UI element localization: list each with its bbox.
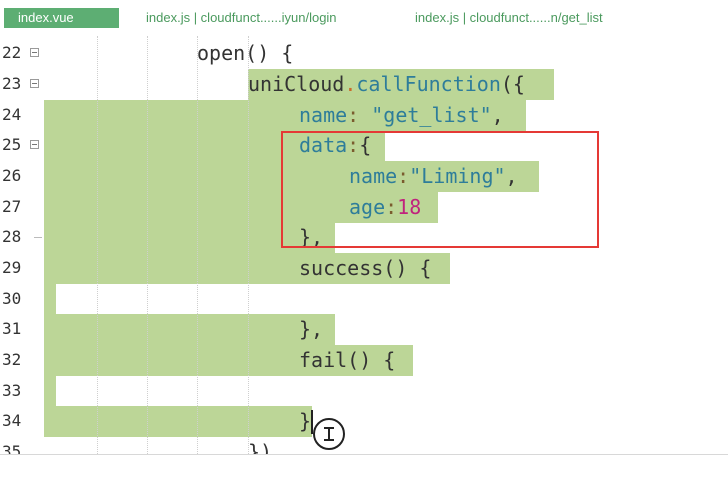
code-text: fail() { — [299, 348, 396, 372]
selection-highlight — [248, 69, 554, 100]
code-line[interactable]: 25 data:{ — [0, 130, 728, 161]
line-number: 24 — [2, 105, 22, 124]
text-cursor-ibeam-icon — [313, 418, 345, 450]
code-line[interactable]: 33 — [0, 376, 728, 407]
tab-index-vue[interactable]: index.vue — [4, 8, 119, 28]
line-number: 32 — [2, 350, 22, 369]
selection-highlight — [44, 161, 539, 192]
line-number: 22 — [2, 43, 22, 62]
indent-guide — [147, 36, 149, 454]
code-text: age:18 — [349, 195, 422, 219]
line-number: 30 — [2, 289, 22, 308]
line-number: 23 — [2, 74, 22, 93]
selection-highlight — [44, 406, 312, 437]
code-line[interactable]: 34 } — [0, 406, 728, 437]
selection-highlight — [44, 130, 385, 161]
code-text: }) — [248, 440, 273, 454]
code-text: name:"Liming", — [349, 164, 518, 188]
editor-bottom-divider — [0, 454, 728, 455]
code-text: name: "get_list", — [299, 103, 504, 127]
fold-toggle-icon[interactable] — [30, 48, 39, 57]
line-number: 26 — [2, 166, 22, 185]
fold-toggle-icon[interactable] — [30, 140, 39, 149]
code-line[interactable]: 22 open() { — [0, 38, 728, 69]
code-text: uniCloud.callFunction({ — [248, 72, 525, 96]
line-number: 31 — [2, 319, 22, 338]
selection-highlight — [44, 345, 413, 376]
line-number: 25 — [2, 135, 22, 154]
indent-guide — [248, 36, 250, 454]
selection-highlight — [44, 314, 335, 345]
selection-highlight — [44, 100, 526, 131]
selection-highlight — [44, 284, 56, 315]
code-line[interactable]: 23 uniCloud.callFunction({ — [0, 69, 728, 100]
tab-index-js-login[interactable]: index.js | cloudfunct......iyun/login — [146, 10, 337, 25]
code-line[interactable]: 26 name:"Liming", — [0, 161, 728, 192]
code-line[interactable]: 24 name: "get_list", — [0, 100, 728, 131]
code-line[interactable]: 27 age:18 — [0, 192, 728, 223]
line-number: 29 — [2, 258, 22, 277]
code-text: } — [299, 409, 312, 433]
code-line[interactable]: 31 }, — [0, 314, 728, 345]
code-line[interactable]: 28 }, — [0, 222, 728, 253]
text-caret — [311, 410, 313, 434]
code-editor[interactable]: 22 open() { 23 uniCloud.callFunction({ 2… — [0, 36, 728, 454]
line-number: 34 — [2, 411, 22, 430]
line-number: 28 — [2, 227, 22, 246]
code-line[interactable]: 30 — [0, 284, 728, 315]
code-line[interactable]: 29 success() { — [0, 253, 728, 284]
selection-highlight — [44, 376, 56, 407]
code-line[interactable]: 32 fail() { — [0, 345, 728, 376]
fold-end-marker — [34, 237, 42, 238]
code-text: data:{ — [299, 133, 372, 157]
selection-highlight — [44, 192, 438, 223]
line-number: 27 — [2, 197, 22, 216]
indent-guide — [197, 36, 199, 454]
line-number: 33 — [2, 381, 22, 400]
editor-tab-bar: index.vue index.js | cloudfunct......iyu… — [0, 0, 728, 36]
code-text: }, — [299, 225, 324, 249]
code-text: success() { — [299, 256, 432, 280]
code-text: }, — [299, 317, 324, 341]
tab-index-js-get-list[interactable]: index.js | cloudfunct......n/get_list — [415, 10, 603, 25]
indent-guide — [97, 36, 99, 454]
selection-highlight — [44, 222, 335, 253]
line-number: 35 — [2, 442, 22, 454]
code-line[interactable]: 35 }) — [0, 437, 728, 454]
fold-toggle-icon[interactable] — [30, 79, 39, 88]
selection-highlight — [44, 253, 450, 284]
code-text: open() { — [197, 41, 294, 65]
